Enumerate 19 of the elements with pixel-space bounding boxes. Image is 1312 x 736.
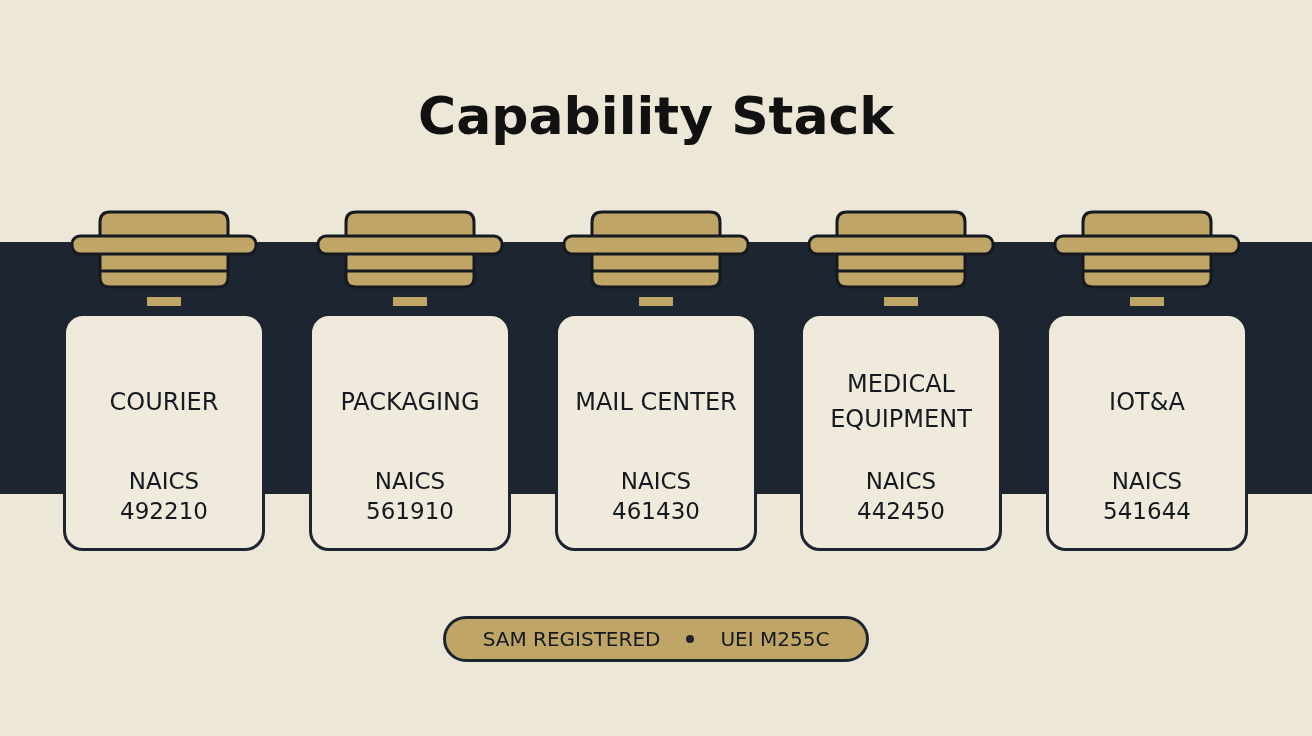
naics-code: NAICS 561910: [365, 467, 455, 526]
registration-text: SAM REGISTERED: [482, 627, 661, 651]
registration-badge: [443, 616, 869, 662]
capability-name: IOT&A: [1109, 386, 1185, 418]
naics-code: NAICS 541644: [1102, 467, 1192, 526]
capability-name: MEDICAL EQUIPMENT: [829, 369, 973, 435]
capability-name: MAIL CENTER: [575, 386, 737, 418]
diagram-title: Capability Stack: [418, 86, 894, 146]
naics-code: NAICS 492210: [119, 467, 209, 526]
capability-name: PACKAGING: [340, 386, 480, 418]
capability-card: [555, 313, 757, 551]
naics-code: NAICS 461430: [611, 467, 701, 526]
capability-card: [1046, 313, 1248, 551]
capability-card: [63, 313, 265, 551]
capability-card: [800, 313, 1002, 551]
capability-card: [309, 313, 511, 551]
capability-name: COURIER: [109, 386, 219, 418]
naics-code: NAICS 442450: [856, 467, 946, 526]
registration-text: UEI M255C: [720, 627, 830, 651]
